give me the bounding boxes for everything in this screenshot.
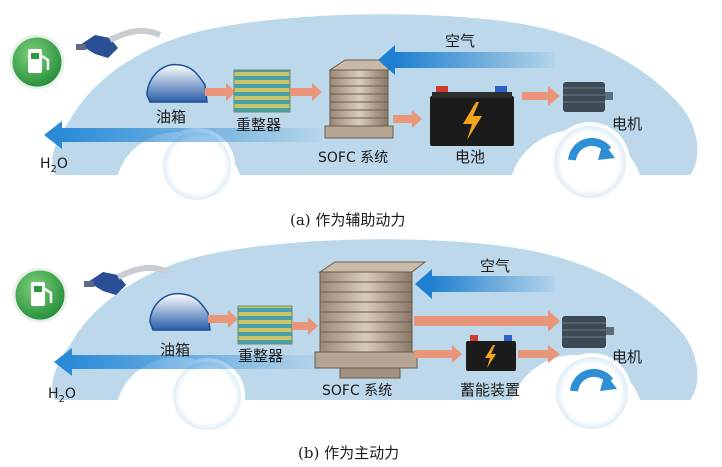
fuel-tank-a — [146, 64, 208, 103]
lightning-icon — [485, 345, 496, 368]
label-air-a: 空气 — [445, 32, 475, 50]
panel-b: 空气 油箱 重整器 SOFC 系统 蓄能装置 电机 H2O (b) 作为主动力 — [12, 239, 698, 462]
panel-a: 空气 油箱 重整器 SOFC 系统 电池 电机 H2O (a) 作为辅助动力 — [9, 14, 698, 229]
label-water-a: H2O — [40, 156, 68, 175]
reformer-a — [233, 69, 291, 113]
caption-b: (b) 作为主动力 — [298, 444, 399, 462]
fuel-tank-b — [149, 292, 211, 331]
water-arrow-a — [44, 121, 322, 149]
fuel-nozzle-icon — [84, 264, 170, 295]
motor-b — [562, 316, 614, 348]
rear-wheel-b — [169, 358, 245, 434]
rotation-arrow-icon — [568, 137, 615, 161]
flow-arrow-sofc-battery-a — [393, 110, 422, 128]
label-sofc-b: SOFC 系统 — [322, 383, 392, 399]
rotation-arrow-icon — [570, 368, 617, 392]
label-fuel-tank-b: 油箱 — [160, 341, 190, 359]
air-arrow-a — [378, 45, 555, 75]
lightning-icon — [463, 102, 482, 140]
label-reformer-b: 重整器 — [238, 347, 283, 365]
flow-arrow-tank-reformer-a — [205, 83, 236, 101]
reformer-b — [237, 305, 293, 345]
flow-arrow-sofc-storage-b — [414, 345, 462, 363]
flow-arrow-reformer-sofc-a — [290, 83, 322, 101]
water-arrow-b — [54, 348, 320, 376]
label-air-b: 空气 — [480, 257, 510, 275]
flow-arrow-reformer-sofc-b — [292, 317, 318, 335]
label-storage-a: 电池 — [455, 148, 485, 166]
flow-arrow-tank-reformer-b — [208, 310, 238, 328]
sofc-stack-a — [324, 59, 402, 139]
label-reformer-a: 重整器 — [236, 116, 281, 134]
flow-arrow-sofc-motor-b — [414, 310, 560, 332]
front-wheel-b — [552, 353, 632, 433]
label-motor-a: 电机 — [612, 115, 642, 133]
fuel-station-icon — [9, 34, 65, 90]
flow-arrow-storage-motor-b — [518, 345, 560, 363]
label-storage-b: 蓄能装置 — [460, 381, 520, 399]
fuel-nozzle-icon — [76, 27, 162, 58]
front-wheel-a — [550, 122, 630, 202]
fuel-station-icon — [12, 267, 68, 323]
label-sofc-a: SOFC 系统 — [318, 150, 388, 166]
flow-arrow-battery-motor-a — [522, 86, 560, 106]
sofc-stack-b — [314, 261, 427, 379]
label-motor-b: 电机 — [612, 348, 642, 366]
caption-a: (a) 作为辅助动力 — [290, 211, 405, 229]
label-water-b: H2O — [48, 386, 76, 405]
motor-a — [563, 82, 613, 112]
air-arrow-b — [415, 269, 555, 299]
label-fuel-tank-a: 油箱 — [156, 108, 186, 126]
